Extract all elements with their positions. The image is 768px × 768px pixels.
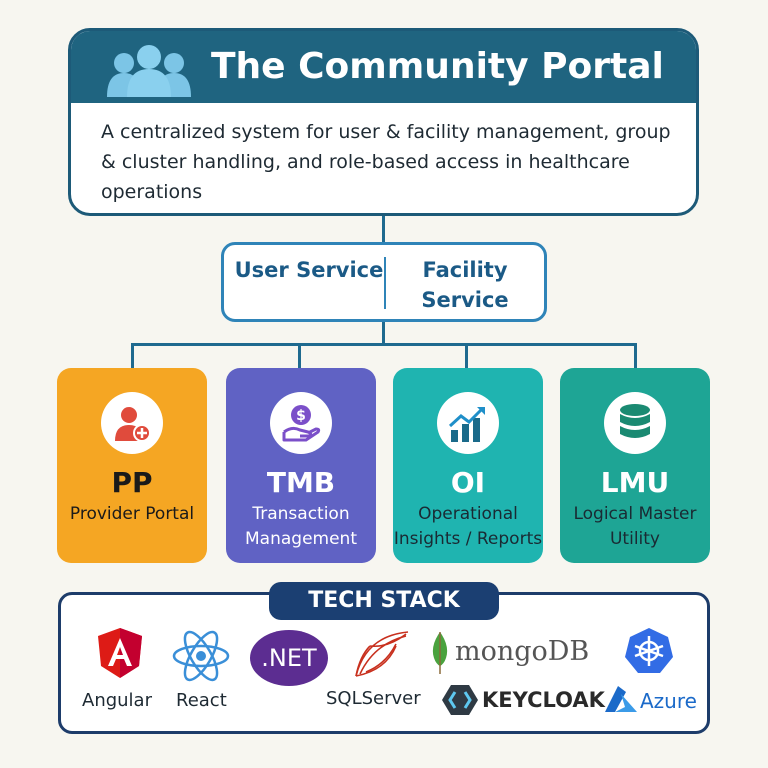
connector-line: [382, 322, 385, 344]
module-abbr: LMU: [600, 466, 670, 499]
module-name: Provider Portal: [69, 504, 195, 524]
tech-label-react: React: [176, 690, 227, 711]
module-transaction-management: $ TMB Transaction Management: [226, 368, 376, 563]
keycloak-icon: [442, 685, 478, 715]
services-box: User Service Facility Service: [221, 242, 547, 322]
module-name: Operational Insights / Reports: [393, 504, 543, 549]
connector-line: [131, 343, 637, 346]
module-name: Transaction Management: [245, 504, 357, 549]
module-operational-insights: OI Operational Insights / Reports: [393, 368, 543, 563]
services-divider: [384, 257, 386, 309]
module-logical-master-utility: LMU Logical Master Utility: [560, 368, 710, 563]
page-title: The Community Portal: [211, 46, 664, 87]
connector-line: [131, 343, 134, 368]
tech-label-azure: Azure: [640, 689, 697, 713]
azure-icon: [605, 686, 637, 712]
database-icon: [604, 392, 666, 454]
module-name: Logical Master Utility: [573, 504, 697, 549]
facility-service-label: Facility Service: [421, 258, 509, 312]
portal-description: A centralized system for user & facility…: [101, 121, 671, 203]
tech-stack-title: TECH STACK: [269, 582, 499, 620]
portal-header-card: The Community Portal A centralized syste…: [68, 28, 699, 216]
react-icon: [172, 630, 230, 682]
kubernetes-icon: [625, 628, 673, 673]
module-provider-portal: PP Provider Portal: [57, 368, 207, 563]
tech-label-dotnet: .NET: [261, 644, 317, 672]
tech-label-angular: Angular: [82, 690, 152, 711]
connector-line: [382, 216, 385, 242]
user-service-label: User Service: [234, 258, 384, 282]
module-abbr: PP: [111, 466, 153, 499]
angular-icon: [98, 628, 142, 678]
users-group-icon: [107, 45, 191, 97]
connector-line: [298, 343, 301, 368]
tech-label-mongodb: mongoDB: [455, 636, 590, 667]
connector-line: [634, 343, 637, 368]
money-hand-icon: $: [270, 392, 332, 454]
provider-icon: [101, 392, 163, 454]
svg-text:$: $: [296, 408, 306, 424]
module-abbr: TMB: [266, 466, 336, 499]
chart-growth-icon: [437, 392, 499, 454]
tech-label-sqlserver: SQLServer: [326, 688, 421, 709]
tech-label-keycloak: KEYCLOAK: [482, 688, 605, 712]
connector-line: [465, 343, 468, 368]
dotnet-icon: .NET: [250, 630, 328, 686]
mongodb-icon: [432, 632, 448, 674]
sqlserver-icon: [355, 631, 409, 677]
module-abbr: OI: [450, 466, 486, 499]
